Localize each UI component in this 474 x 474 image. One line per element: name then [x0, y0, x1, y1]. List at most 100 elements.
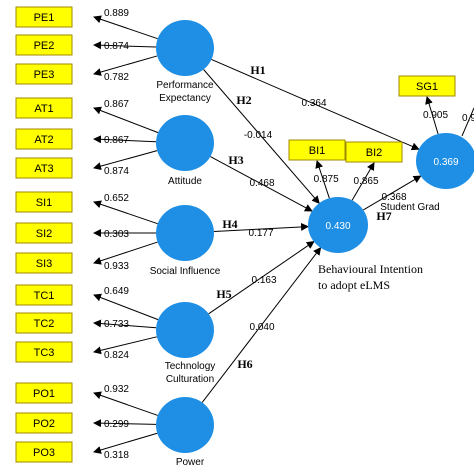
path-coefficient-h6: 0.040: [249, 322, 274, 333]
indicator-label: SI1: [36, 197, 53, 209]
loading-arrow-bi2: [351, 162, 375, 201]
indicator-sg1[interactable]: SG1: [398, 75, 456, 97]
indicator-pe3[interactable]: PE3: [15, 63, 73, 85]
construct-ellipse: [156, 397, 214, 453]
path-coefficient-h5: 0.163: [251, 275, 276, 286]
indicator-po1[interactable]: PO1: [15, 382, 73, 404]
loading-arrow-pe2: [93, 41, 157, 50]
loading-value-at3: 0.874: [104, 166, 129, 177]
indicator-bi1[interactable]: BI1: [288, 139, 346, 161]
indicator-label: AT2: [34, 134, 53, 146]
indicator-bi2[interactable]: BI2: [345, 141, 403, 163]
path-h2: [203, 69, 320, 204]
construct-at[interactable]: [156, 115, 214, 171]
indicator-label: AT1: [34, 103, 53, 115]
indicator-box: [15, 63, 73, 85]
indicator-label: TC2: [34, 318, 55, 330]
loading-value-pe2: 0.874: [104, 41, 129, 52]
loading-arrow-tc2: [93, 319, 157, 329]
indicator-label: PE3: [34, 69, 55, 81]
indicator-pe1[interactable]: PE1: [15, 6, 73, 28]
loading-value-bi2: 0.865: [354, 176, 379, 187]
loading-arrow-bi1: [315, 160, 330, 199]
indicator-box: [15, 128, 73, 150]
indicator-at1[interactable]: AT1: [15, 97, 73, 119]
indicator-label: SI2: [36, 228, 53, 240]
loading-value-tc2: 0.733: [104, 319, 129, 330]
indicator-box: [15, 6, 73, 28]
indicator-label: BI2: [366, 147, 383, 159]
indicator-box: [15, 97, 73, 119]
indicator-label: PO2: [33, 418, 55, 430]
construct-ellipse: [156, 302, 214, 358]
path-coefficient-h1: 0.364: [301, 98, 326, 109]
loading-arrow-po1: [93, 391, 158, 416]
indicator-label: TC3: [34, 347, 55, 359]
indicator-po3[interactable]: PO3: [15, 441, 73, 463]
indicator-box: [15, 157, 73, 179]
construct-sg[interactable]: 0.369: [416, 133, 474, 189]
construct-bi[interactable]: 0.430: [308, 197, 368, 253]
hypothesis-label-h7: H7: [376, 209, 391, 223]
path-h5: [208, 241, 315, 315]
loading-value-po2: 0.299: [104, 419, 129, 430]
loading-arrow-sg-cropped: [461, 107, 474, 137]
loading-arrow-pe1: [93, 15, 158, 40]
construct-label-tc: Technology: [165, 361, 216, 372]
loading-value-at1: 0.867: [104, 99, 129, 110]
loading-value-tc3: 0.824: [104, 350, 129, 361]
indicator-tc1[interactable]: TC1: [15, 284, 73, 306]
loading-arrow-sg1: [425, 96, 439, 135]
indicator-label: SI3: [36, 258, 53, 270]
indicator-tc3[interactable]: TC3: [15, 341, 73, 363]
path-coefficient-h7: 0.368: [381, 192, 406, 203]
loading-value-si2: 0.303: [104, 229, 129, 240]
construct-si[interactable]: [156, 205, 214, 261]
path-h7: [363, 175, 422, 211]
indicator-box: [15, 341, 73, 363]
indicator-box: [15, 34, 73, 56]
indicator-si3[interactable]: SI3: [15, 252, 73, 274]
loading-arrow-po3: [93, 432, 158, 454]
loading-arrow-at1: [93, 106, 159, 134]
indicator-label: BI1: [309, 145, 326, 157]
indicator-box: [15, 191, 73, 213]
indicator-box: [398, 75, 456, 97]
loading-value-pe1: 0.889: [104, 8, 129, 19]
hypothesis-label-h6: H6: [237, 357, 252, 371]
loading-value-pe3: 0.782: [104, 72, 129, 83]
indicator-label: PE1: [34, 12, 55, 24]
construct-label-tc: Culturation: [166, 374, 214, 385]
loading-value-po1: 0.932: [104, 384, 129, 395]
indicator-si1[interactable]: SI1: [15, 191, 73, 213]
indicator-box: [345, 141, 403, 163]
loading-arrow-at3: [93, 150, 158, 171]
hypothesis-label-h3: H3: [228, 153, 243, 167]
construct-ellipse: [308, 197, 368, 253]
indicator-label: PO1: [33, 388, 55, 400]
loading-value-at2: 0.867: [104, 135, 129, 146]
indicator-pe2[interactable]: PE2: [15, 34, 73, 56]
construct-ellipse: [416, 133, 474, 189]
construct-label-pe: Performance: [156, 80, 214, 91]
path-h6: [201, 246, 322, 403]
indicator-si2[interactable]: SI2: [15, 222, 73, 244]
construct-pe[interactable]: [156, 20, 214, 76]
construct-ellipse: [156, 20, 214, 76]
construct-ellipse: [156, 115, 214, 171]
loading-value-sg-cropped: 0.9: [462, 113, 474, 124]
indicator-box: [15, 252, 73, 274]
indicator-label: AT3: [34, 163, 53, 175]
indicator-box: [15, 284, 73, 306]
loading-value-si1: 0.652: [104, 193, 129, 204]
indicator-at3[interactable]: AT3: [15, 157, 73, 179]
indicator-tc2[interactable]: TC2: [15, 312, 73, 334]
loading-arrow-tc1: [93, 293, 159, 321]
indicator-po2[interactable]: PO2: [15, 412, 73, 434]
construct-label-sg: Student Grad: [380, 202, 439, 213]
construct-po[interactable]: [156, 397, 214, 453]
loading-arrow-po2: [93, 419, 157, 428]
construct-tc[interactable]: [156, 302, 214, 358]
indicator-at2[interactable]: AT2: [15, 128, 73, 150]
